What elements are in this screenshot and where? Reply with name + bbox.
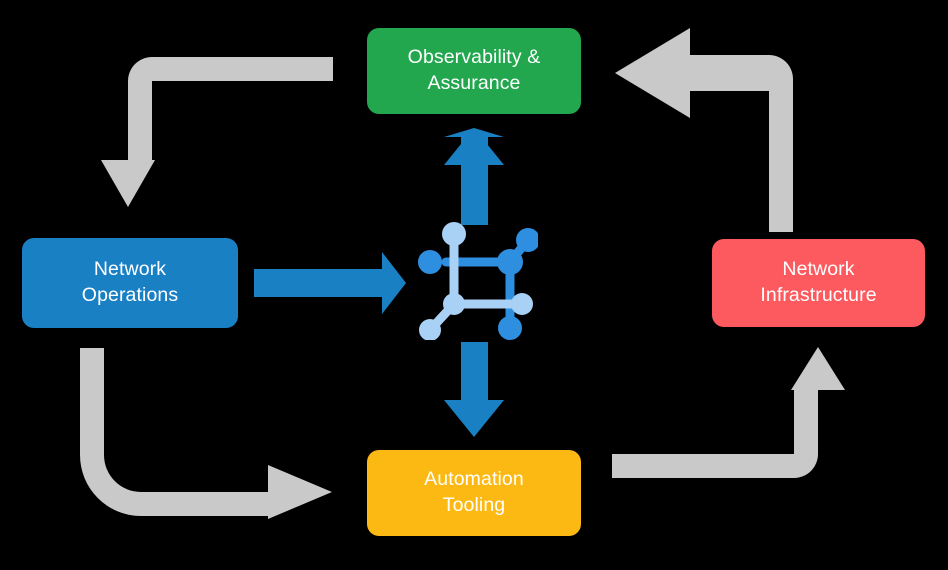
node-network-operations[interactable]: Network Operations <box>22 238 238 328</box>
arrow-automation-to-infrastructure <box>612 347 845 478</box>
network-mesh-icon <box>418 222 538 340</box>
arrow-operations-to-automation <box>80 348 332 519</box>
node-automation-tooling[interactable]: Automation Tooling <box>367 450 581 536</box>
arrow-hub-to-automation <box>444 342 504 437</box>
arrow-infrastructure-to-observability <box>615 28 793 232</box>
node-observability-assurance[interactable]: Observability & Assurance <box>367 28 581 114</box>
arrow-observability-to-operations <box>101 57 333 207</box>
arrow-hub-to-observability <box>444 128 504 225</box>
node-network-infrastructure[interactable]: Network Infrastructure <box>712 239 925 327</box>
arrow-operations-to-hub <box>254 252 406 314</box>
